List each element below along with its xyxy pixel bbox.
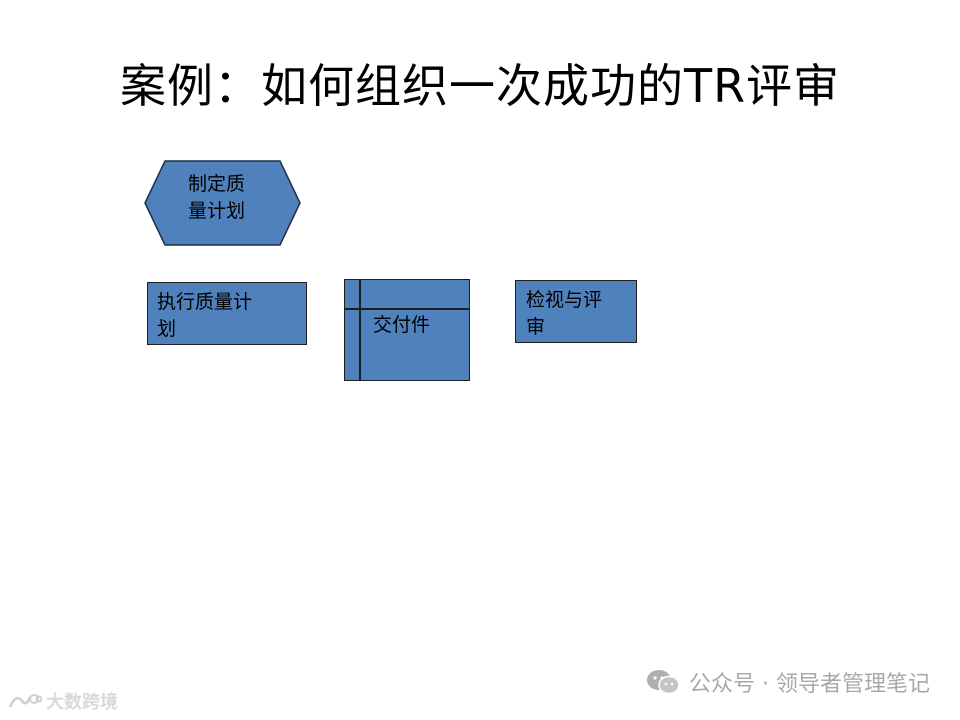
watermark-text: 公众号 · 领导者管理笔记 bbox=[689, 672, 930, 697]
execute-quality-label-2: 划 bbox=[157, 318, 177, 340]
corner-logo: 大数跨境 bbox=[8, 688, 118, 714]
deliverables-box[interactable] bbox=[344, 279, 470, 381]
logo-mark-icon bbox=[8, 694, 42, 708]
plan-quality-hexagon[interactable] bbox=[143, 160, 303, 246]
plan-quality-label-1: 制定质 bbox=[188, 173, 246, 195]
inspect-review-label-2: 审 bbox=[526, 316, 546, 338]
inspect-review-label-1: 检视与评 bbox=[526, 289, 603, 311]
page-title: 案例：如何组织一次成功的TR评审 bbox=[119, 59, 841, 113]
wechat-icon bbox=[647, 670, 680, 695]
execute-quality-plan-box[interactable] bbox=[147, 282, 307, 345]
inspect-review-box[interactable] bbox=[515, 280, 637, 343]
corner-logo-text: 大数跨境 bbox=[46, 692, 118, 713]
wechat-watermark: 公众号 · 领导者管理笔记 bbox=[645, 666, 930, 698]
plan-quality-label-2: 量计划 bbox=[188, 200, 246, 222]
deliverables-horizontal-divider bbox=[345, 308, 469, 310]
deliverables-vertical-divider bbox=[359, 280, 361, 380]
deliverables-label: 交付件 bbox=[373, 314, 431, 336]
execute-quality-label-1: 执行质量计 bbox=[157, 291, 253, 313]
